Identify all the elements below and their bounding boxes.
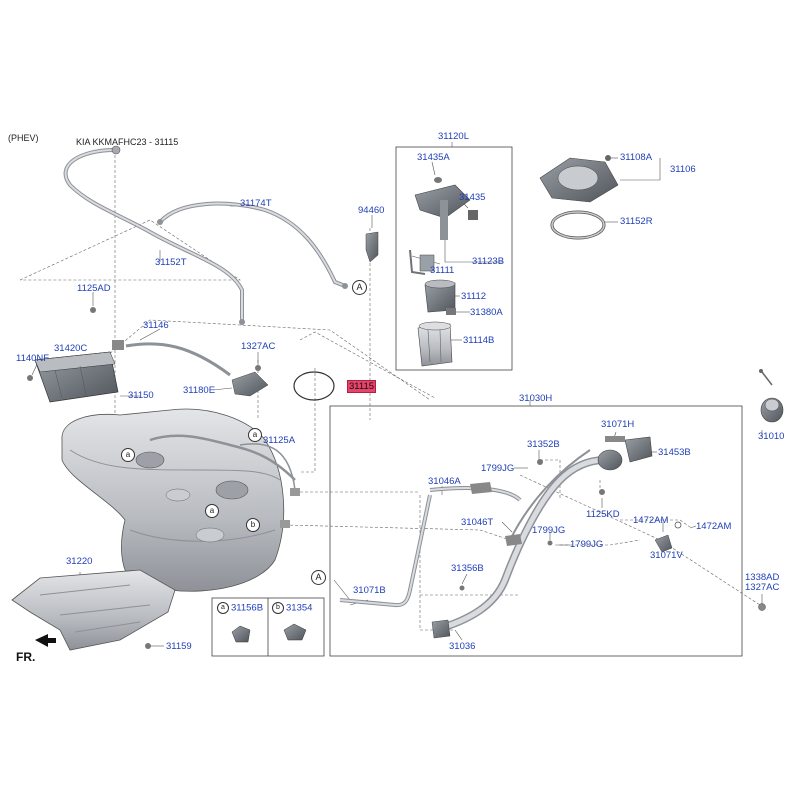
- part-31156B: 31156B: [231, 602, 264, 614]
- part-1472AM-left[interactable]: 1472AM: [633, 515, 669, 526]
- part-31123B[interactable]: 31123B: [472, 256, 505, 267]
- pump-module-parts: [409, 177, 478, 367]
- part-1799JG-middle[interactable]: 1799JG: [532, 525, 566, 536]
- part-31108A[interactable]: 31108A: [620, 152, 653, 163]
- part-31354: 31354: [286, 602, 313, 614]
- part-31112[interactable]: 31112: [461, 291, 487, 302]
- part-1327AC-lower[interactable]: 1327AC: [745, 582, 780, 593]
- canister: [34, 340, 124, 403]
- fr-arrow-icon: [35, 634, 56, 647]
- part-31115-highlighted[interactable]: 31115: [347, 380, 377, 393]
- part-1125KD[interactable]: 1125KD: [586, 509, 620, 520]
- callout-A-lower[interactable]: A: [311, 570, 326, 585]
- part-31106[interactable]: 31106: [670, 164, 696, 175]
- part-31159[interactable]: 31159: [166, 641, 192, 652]
- heat-shield: [11, 569, 176, 651]
- part-31071H[interactable]: 31071H: [601, 419, 635, 430]
- part-31071V[interactable]: 31071V: [650, 550, 683, 561]
- part-31111[interactable]: 31111: [430, 265, 455, 276]
- part-31352B[interactable]: 31352B: [527, 439, 560, 450]
- part-31046A[interactable]: 31046A: [428, 476, 461, 487]
- part-31356B[interactable]: 31356B: [451, 563, 484, 574]
- part-94460[interactable]: 94460: [358, 205, 385, 216]
- part-31114B[interactable]: 31114B: [463, 335, 495, 346]
- gasket-ring: [293, 371, 335, 401]
- part-1125AD[interactable]: 1125AD: [77, 283, 111, 294]
- part-1472AM-right[interactable]: 1472AM: [696, 521, 732, 532]
- part-31120L[interactable]: 31120L: [438, 131, 469, 142]
- part-31453B[interactable]: 31453B: [658, 447, 691, 458]
- part-31152T[interactable]: 31152T: [155, 257, 187, 268]
- part-31036[interactable]: 31036: [449, 641, 476, 652]
- pump-module-box: [395, 146, 513, 371]
- model-reference: KIA KKMAFHC23 - 31115: [76, 137, 179, 147]
- callout-a-tank-left[interactable]: a: [121, 448, 135, 462]
- part-31046T[interactable]: 31046T: [461, 517, 494, 528]
- filler-neck-box: [329, 405, 743, 657]
- part-1140NF[interactable]: 1140NF: [16, 353, 50, 364]
- callout-b-icon: b: [272, 602, 284, 614]
- part-31420C[interactable]: 31420C: [54, 343, 88, 354]
- part-31220[interactable]: 31220: [66, 556, 93, 567]
- callout-a-tank-center[interactable]: a: [205, 504, 219, 518]
- part-1799JG-lower[interactable]: 1799JG: [570, 539, 604, 550]
- part-31125A[interactable]: 31125A: [263, 435, 296, 446]
- callout-b-tank[interactable]: b: [246, 518, 260, 532]
- part-31030H[interactable]: 31030H: [519, 393, 553, 404]
- part-1799JG-upper[interactable]: 1799JG: [481, 463, 515, 474]
- part-1338AD[interactable]: 1338AD: [745, 572, 780, 583]
- variant-label: (PHEV): [8, 133, 39, 143]
- part-1327AC-upper[interactable]: 1327AC: [241, 341, 276, 352]
- part-31435A[interactable]: 31435A: [417, 152, 450, 163]
- front-direction-label: FR.: [16, 650, 36, 664]
- part-31174T[interactable]: 31174T: [240, 198, 272, 209]
- part-31180E[interactable]: 31180E: [183, 385, 216, 396]
- fuel-tank: [61, 408, 300, 592]
- part-31435[interactable]: 31435: [459, 192, 486, 203]
- part-31071B[interactable]: 31071B: [353, 585, 386, 596]
- callout-A-upper[interactable]: A: [352, 280, 367, 295]
- part-31380A[interactable]: 31380A: [470, 307, 503, 318]
- part-31150[interactable]: 31150: [128, 390, 154, 401]
- callout-a-icon: a: [217, 602, 229, 614]
- part-31152R[interactable]: 31152R: [620, 216, 653, 227]
- callout-a-tank-right[interactable]: a: [248, 428, 262, 442]
- part-31010[interactable]: 31010: [758, 431, 785, 442]
- part-31146[interactable]: 31146: [143, 320, 169, 331]
- filler-neck-assembly: [339, 449, 606, 634]
